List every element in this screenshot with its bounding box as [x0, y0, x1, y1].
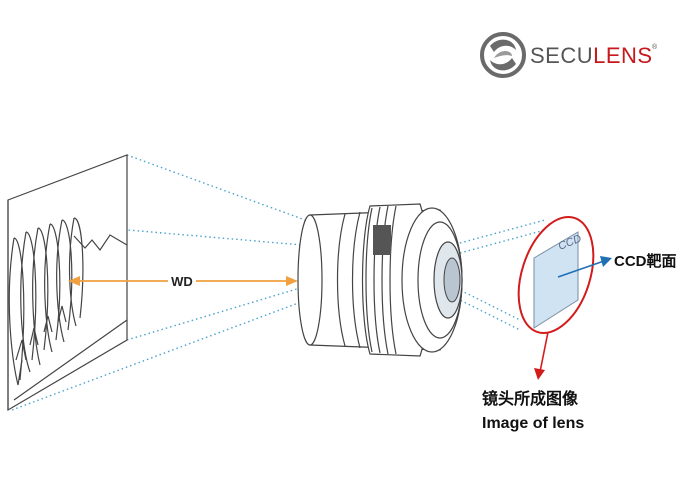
brand-logo: SECULENS ®: [480, 32, 658, 78]
sensor-highlight-circle: [517, 215, 595, 335]
image-caption-cn: 镜头所成图像: [482, 389, 579, 408]
wd-label: WD: [171, 274, 193, 289]
caption-pointer-line: [539, 331, 549, 373]
object-plane-frame: [7, 154, 128, 412]
logo-wordmark: SECULENS: [530, 43, 653, 68]
registered-mark: ®: [652, 43, 658, 51]
camera-lens: [297, 203, 463, 357]
ray-upper-right: [359, 249, 521, 331]
sensor-pointer-arrow-icon: [600, 256, 612, 267]
logo-prefix: SECU: [530, 43, 593, 68]
ray-top-right: [359, 239, 521, 321]
object-plane: [7, 154, 128, 412]
ccd-sensor: CCD CCD靶面: [517, 215, 677, 335]
logo-suffix: LENS: [593, 43, 652, 68]
logo-swirl-icon: [480, 32, 526, 78]
image-caption-en: Image of lens: [482, 415, 584, 432]
image-caption: 镜头所成图像 Image of lens: [482, 331, 584, 432]
ray-top-left: [126, 154, 361, 241]
caption-pointer-arrow-icon: [534, 368, 545, 380]
ray-lower-left: [11, 279, 361, 411]
wd-arrow-left-icon: [68, 276, 80, 286]
sensor-pointer-line: [557, 260, 605, 278]
working-distance-indicator: WD: [68, 272, 298, 290]
lens-label-plate: [373, 225, 391, 255]
wd-arrow-right-icon: [286, 276, 298, 286]
sensor-plate: [533, 231, 579, 329]
sensor-target-label: CCD靶面: [614, 252, 677, 270]
